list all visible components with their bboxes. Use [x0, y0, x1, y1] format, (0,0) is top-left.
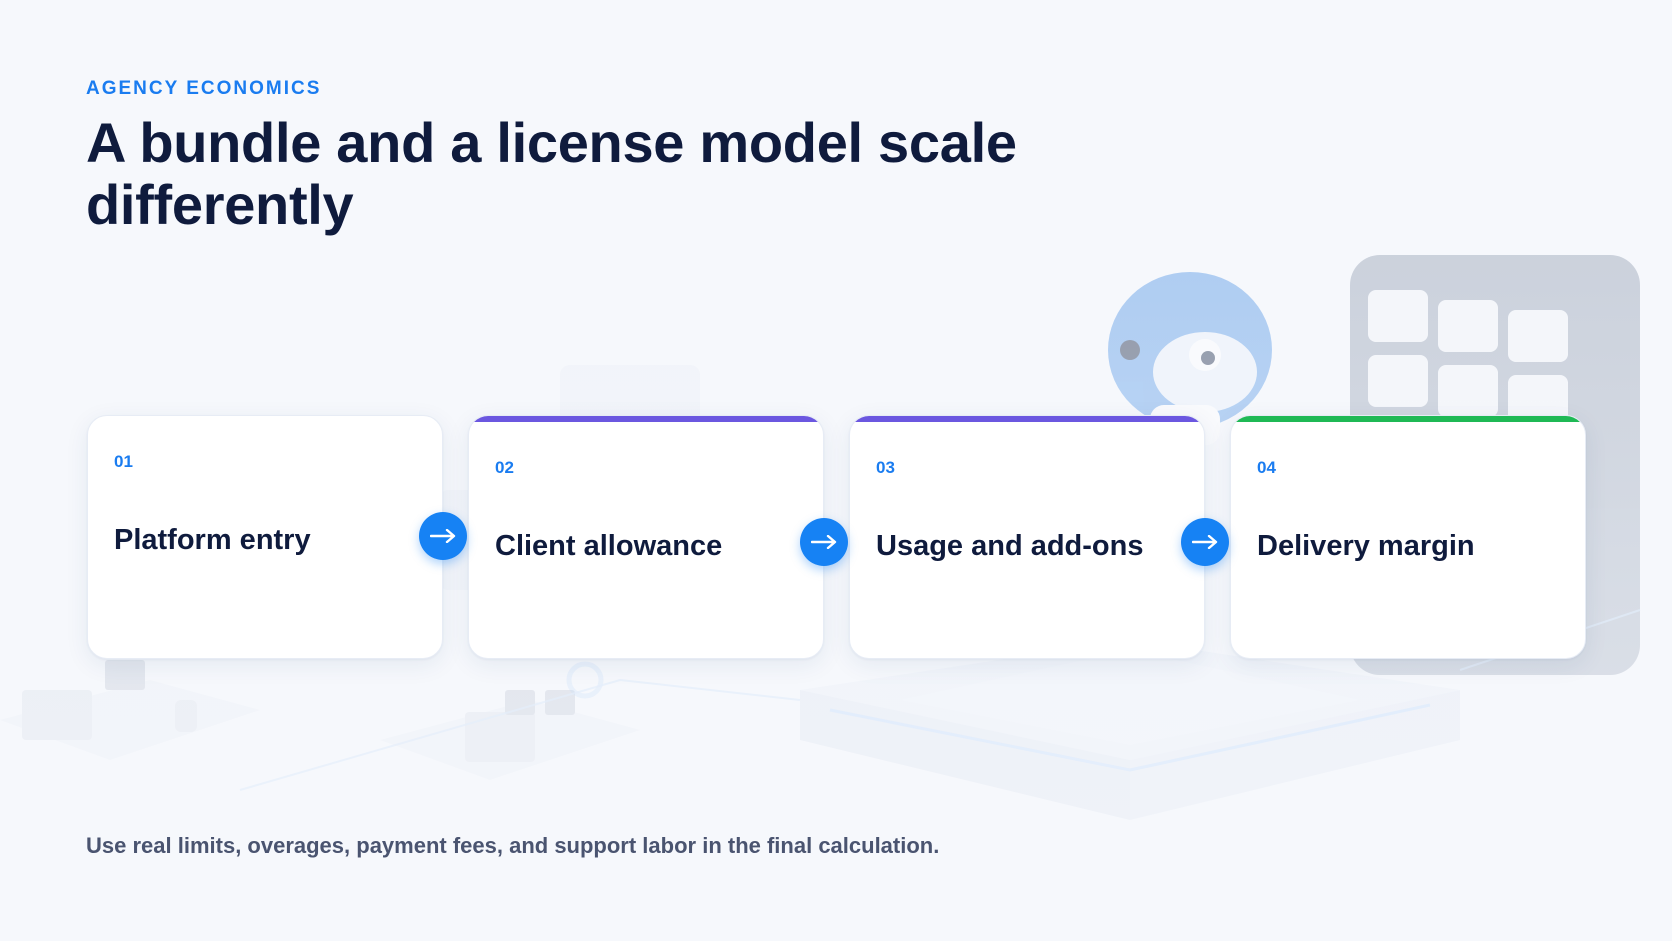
step-number: 03 [876, 458, 895, 477]
section-eyebrow: AGENCY ECONOMICS [86, 78, 322, 99]
page-title: A bundle and a license model scale diffe… [86, 111, 1017, 236]
step-label: Usage and add-ons [876, 530, 1144, 562]
step-accent-bar [850, 416, 1204, 422]
step-card-usage-add-ons: 03 Usage and add-ons [849, 415, 1205, 659]
step-card-delivery-margin: 04 Delivery margin [1230, 415, 1586, 659]
arrow-right-icon [1181, 518, 1229, 566]
footnote: Use real limits, overages, payment fees,… [86, 833, 940, 858]
step-number: 02 [495, 458, 514, 477]
step-card-platform-entry: 01 Platform entry [87, 415, 443, 659]
arrow-right-icon [800, 518, 848, 566]
step-accent-bar [469, 416, 823, 422]
step-number: 01 [114, 452, 133, 471]
step-accent-bar [1231, 416, 1585, 422]
arrow-right-icon [419, 512, 467, 560]
step-label: Platform entry [114, 524, 311, 556]
step-label: Delivery margin [1257, 530, 1475, 562]
step-number: 04 [1257, 458, 1276, 477]
step-card-client-allowance: 02 Client allowance [468, 415, 824, 659]
step-label: Client allowance [495, 530, 723, 562]
